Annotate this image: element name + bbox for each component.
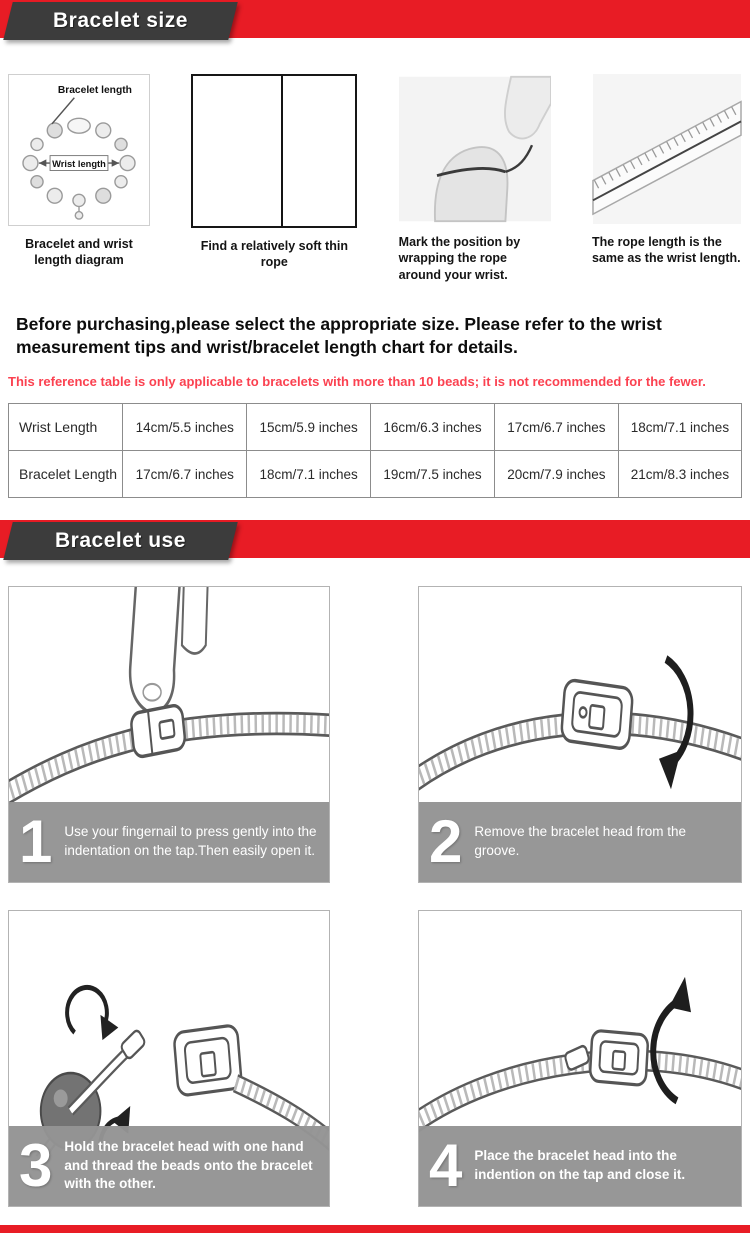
table-cell: 18cm/7.1 inches xyxy=(246,450,372,498)
bracelet-size-header-bar: Bracelet size xyxy=(0,0,750,40)
step-number: 4 xyxy=(429,1132,463,1199)
table-cell: 17cm/6.7 inches xyxy=(493,403,619,451)
step-number: 1 xyxy=(19,808,53,875)
measure-step-wrap: Mark the position by wrapping the rope a… xyxy=(398,74,551,283)
wrist-wrap-icon xyxy=(398,75,551,223)
measure-step-rope: Find a relatively soft thin rope xyxy=(191,74,358,283)
measure-step-diagram: Wrist length Bracelet length Bracelet an… xyxy=(8,74,150,283)
table-cell: 19cm/7.5 inches xyxy=(370,450,495,498)
measure-step-ruler: The rope length is the same as the wrist… xyxy=(591,74,742,283)
bottom-accent-strip xyxy=(0,1225,750,1233)
step-text: Use your fingernail to press gently into… xyxy=(64,824,317,858)
use-step-1-panel: 1 Use your fingernail to press gently in… xyxy=(8,586,330,883)
bracelet-length-label: Bracelet length xyxy=(58,85,132,96)
measure-step-caption: Bracelet and wrist length diagram xyxy=(25,237,133,268)
step-text: Remove the bracelet head from the groove… xyxy=(474,824,686,858)
bracelet-use-title: Bracelet use xyxy=(55,529,186,552)
step-1-illustration-icon xyxy=(9,587,329,805)
ruler-photo xyxy=(591,74,742,224)
size-selection-intro: Before purchasing,please select the appr… xyxy=(16,313,662,358)
bracelet-size-title: Bracelet size xyxy=(53,9,188,32)
step-3-caption-bar: 3 Hold the bracelet head with one hand a… xyxy=(9,1126,329,1206)
size-table: Wrist Length 14cm/5.5 inches 15cm/5.9 in… xyxy=(7,403,743,498)
table-row-bracelet: Bracelet Length 17cm/6.7 inches 18cm/7.1… xyxy=(7,450,743,498)
table-cell: 14cm/5.5 inches xyxy=(122,403,248,451)
bracelet-use-header-bar: Bracelet use xyxy=(0,520,750,560)
step-number: 2 xyxy=(429,808,463,875)
step-4-caption-bar: 4 Place the bracelet head into the inden… xyxy=(419,1126,741,1206)
bracelet-size-title-tab: Bracelet size xyxy=(3,2,238,40)
measure-step-caption: The rope length is the same as the wrist… xyxy=(591,235,741,266)
bracelet-length-diagram-icon: Wrist length Bracelet length xyxy=(22,85,136,220)
reference-table-warning: This reference table is only applicable … xyxy=(8,374,706,389)
table-cell: 18cm/7.1 inches xyxy=(617,403,743,451)
wrist-length-label: Wrist length xyxy=(52,159,106,169)
step-4-illustration-icon xyxy=(419,976,741,1133)
measure-step-caption: Find a relatively soft thin rope xyxy=(200,239,348,270)
bracelet-use-title-tab: Bracelet use xyxy=(3,522,238,560)
rope-icon xyxy=(280,76,283,226)
step-text: Hold the bracelet head with one hand and… xyxy=(64,1138,313,1192)
step-1-caption-bar: 1 Use your fingernail to press gently in… xyxy=(9,802,329,882)
step-2-illustration-icon xyxy=(419,655,741,791)
row-header: Wrist Length xyxy=(7,403,124,451)
table-row-wrist: Wrist Length 14cm/5.5 inches 15cm/5.9 in… xyxy=(7,403,743,451)
table-cell: 15cm/5.9 inches xyxy=(246,403,372,451)
table-cell: 21cm/8.3 inches xyxy=(617,450,743,498)
bracelet-diagram-image: Wrist length Bracelet length xyxy=(8,74,150,226)
use-step-3-panel: 3 Hold the bracelet head with one hand a… xyxy=(8,910,330,1207)
use-step-2-panel: 2 Remove the bracelet head from the groo… xyxy=(418,586,742,883)
thin-rope-image xyxy=(191,74,358,228)
use-steps-grid: 1 Use your fingernail to press gently in… xyxy=(0,586,750,1207)
step-number: 3 xyxy=(19,1132,53,1199)
measure-step-caption: Mark the position by wrapping the rope a… xyxy=(398,235,521,282)
step-2-caption-bar: 2 Remove the bracelet head from the groo… xyxy=(419,802,741,882)
step-text: Place the bracelet head into the indenti… xyxy=(474,1148,686,1182)
table-cell: 20cm/7.9 inches xyxy=(493,450,619,498)
row-header: Bracelet Length xyxy=(7,450,124,498)
table-cell: 17cm/6.7 inches xyxy=(122,450,248,498)
wrist-wrap-photo xyxy=(398,74,551,224)
use-step-4-panel: 4 Place the bracelet head into the inden… xyxy=(418,910,742,1207)
ruler-icon xyxy=(592,74,742,224)
measuring-steps-row: Wrist length Bracelet length Bracelet an… xyxy=(0,38,750,289)
table-cell: 16cm/6.3 inches xyxy=(370,403,495,451)
